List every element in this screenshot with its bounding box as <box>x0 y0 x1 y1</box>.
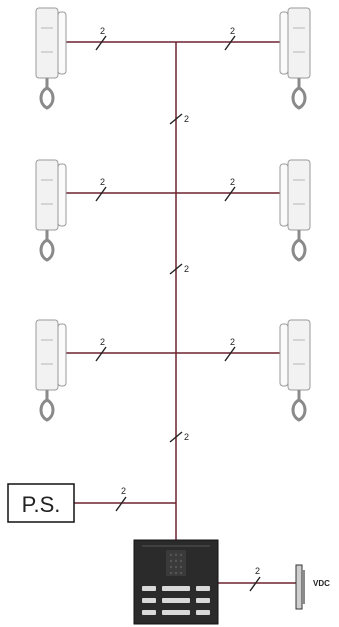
call-button <box>142 598 156 603</box>
wire-tick: 2 <box>224 177 236 202</box>
call-button <box>162 610 190 615</box>
wire-count-label: 2 <box>230 26 235 36</box>
handset-icon <box>278 318 312 422</box>
wire-count-label: 2 <box>100 26 105 36</box>
wire-count-label: 2 <box>121 486 126 496</box>
call-button <box>142 586 156 591</box>
call-button <box>162 586 190 591</box>
wire-tick: 2 <box>115 486 127 512</box>
wire-count-label: 2 <box>230 177 235 187</box>
wire-count-markers: 2 2 2 2 2 2 2 2 <box>95 26 261 592</box>
handset-icon <box>34 6 68 110</box>
wire-count-label: 2 <box>100 177 105 187</box>
call-buttons <box>142 586 210 615</box>
lock-voltage-label: VDC <box>313 579 330 588</box>
wire-tick: 2 <box>95 26 107 51</box>
handset-icon <box>278 158 312 262</box>
power-supply-box: P.S. <box>7 483 75 523</box>
wire-tick: 2 <box>169 113 189 125</box>
wire-tick: 2 <box>95 177 107 202</box>
wire-tick: 2 <box>169 263 189 275</box>
wire-count-label: 2 <box>230 337 235 347</box>
wire-count-label: 2 <box>184 114 189 124</box>
handset-icon <box>34 158 68 262</box>
wire-count-label: 2 <box>184 432 189 442</box>
wiring <box>62 41 296 584</box>
wire-tick: 2 <box>95 337 107 362</box>
handset-icon <box>278 6 312 110</box>
speaker-grille-icon <box>166 550 186 576</box>
wire-tick: 2 <box>169 431 189 443</box>
wire-count-label: 2 <box>255 566 260 576</box>
call-button <box>162 598 190 603</box>
wire-tick: 2 <box>249 566 261 592</box>
wire-count-label: 2 <box>184 264 189 274</box>
door-entry-panel <box>133 539 219 625</box>
wire-count-label: 2 <box>100 337 105 347</box>
power-supply-label: P.S. <box>22 492 61 517</box>
wire-tick: 2 <box>224 26 236 51</box>
call-button <box>196 610 210 615</box>
door-lock-icon <box>295 564 305 610</box>
call-button <box>196 598 210 603</box>
call-button <box>142 610 156 615</box>
handset-icon <box>34 318 68 422</box>
wire-tick: 2 <box>224 337 236 362</box>
call-button <box>196 586 210 591</box>
